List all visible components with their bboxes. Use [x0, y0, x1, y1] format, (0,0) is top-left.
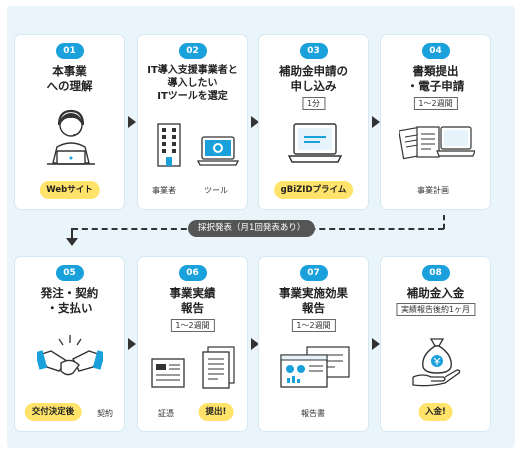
step-title: 補助金申請の 申し込み	[279, 64, 348, 93]
money-bag-icon	[412, 338, 461, 387]
flow-arrow	[251, 338, 259, 350]
dashboard-icon	[280, 346, 350, 388]
report-icon	[202, 346, 235, 389]
flow-arrow	[128, 338, 136, 350]
laptop-gear-icon	[196, 136, 240, 166]
website-pill: Webサイト	[39, 181, 100, 199]
duration-badge: 1〜2週間	[291, 319, 336, 332]
business-plan-label: 事業計画	[417, 186, 449, 195]
report-document-label: 報告書	[301, 409, 325, 418]
step-number: 02	[178, 43, 207, 59]
step-number: 04	[421, 43, 450, 59]
laptop-icon	[287, 123, 343, 163]
step-card-08: 08 補助金入金 実績報告後約1ヶ月 入金!	[380, 256, 491, 432]
step-number: 01	[55, 43, 84, 59]
step-card-07: 07 事業実施効果 報告 1〜2週間 報告書	[258, 256, 369, 432]
submit-pill: 提出!	[198, 403, 234, 421]
step-title: 事業実施効果 報告	[279, 286, 348, 315]
step-number: 03	[299, 43, 328, 59]
support-operator-icon	[47, 109, 95, 165]
invoice-icon	[151, 358, 185, 388]
step-card-04: 04 書類提出 ・電子申請 1〜2週間 事業計画	[380, 34, 491, 210]
step-title: IT導入支援事業者と 導入したい ITツールを選定	[147, 65, 238, 102]
grant-decision-pill: 交付決定後	[24, 403, 82, 421]
step-card-01: 01 本事業 への理解 Webサイト	[14, 34, 125, 210]
selection-announcement-note: 採択発表（月1回発表あり）	[188, 220, 316, 237]
step-title: 書類提出 ・電子申請	[406, 64, 465, 93]
step-card-06: 06 事業実績 報告 1〜2週間 証憑 提出!	[137, 256, 248, 432]
step-card-02: 02 IT導入支援事業者と 導入したい ITツールを選定 事業者 ツール	[137, 34, 248, 210]
connector-line	[443, 215, 445, 229]
flow-arrow	[128, 116, 136, 128]
step-card-05: 05 発注・契約 ・支払い 交付決定後 契約	[14, 256, 125, 432]
tool-label: ツール	[204, 186, 228, 195]
step-number: 06	[178, 265, 207, 281]
step-title: 発注・契約 ・支払い	[40, 286, 99, 315]
step-number: 07	[299, 265, 328, 281]
step-title: 本事業 への理解	[46, 64, 93, 93]
step-title: 補助金入金	[406, 286, 465, 300]
step-number: 08	[421, 265, 450, 281]
duration-badge: 1分	[301, 97, 326, 110]
step-title: 事業実績 報告	[169, 286, 216, 315]
flow-arrow	[251, 116, 259, 128]
flow-arrow	[372, 116, 380, 128]
connector-line	[71, 228, 73, 238]
payment-pill: 入金!	[418, 403, 453, 421]
contract-label: 契約	[97, 409, 113, 418]
duration-badge: 実績報告後約1ヶ月	[395, 303, 476, 316]
gbizid-pill: gBiZIDプライム	[273, 181, 354, 199]
step-number: 05	[55, 265, 84, 281]
handshake-icon	[37, 335, 103, 376]
vendor-label: 事業者	[152, 186, 176, 195]
building-icon	[157, 123, 181, 167]
documents-icon	[399, 126, 475, 160]
duration-badge: 1〜2週間	[170, 319, 215, 332]
step-card-03: 03 補助金申請の 申し込み 1分 gBiZIDプライム	[258, 34, 369, 210]
flow-arrow	[372, 338, 380, 350]
evidence-label: 証憑	[158, 409, 174, 418]
duration-badge: 1〜2週間	[413, 97, 458, 110]
connector-arrow	[66, 238, 78, 246]
